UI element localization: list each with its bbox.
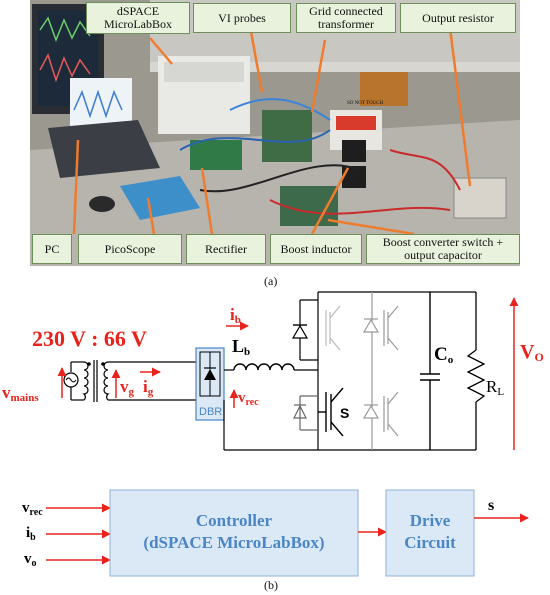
switch-s-label: S [340, 405, 349, 421]
main-switch-icon [318, 387, 344, 437]
vmains-label: vmains [2, 383, 39, 404]
drive-title: Drive [410, 511, 451, 530]
label-dspace-text: dSPACE MicroLabBox [104, 4, 172, 31]
label-output-resistor-text: Output resistor [422, 10, 494, 25]
label-boost-inductor-text: Boost inductor [280, 241, 352, 256]
transformer-ratio: 230 V : 66 V [32, 326, 147, 351]
switch-diode-icon [293, 395, 318, 431]
caption-a: (a) [264, 274, 278, 288]
label-grid-transformer-text: Grid connected transformer [309, 4, 383, 31]
ac-source-icon [63, 361, 84, 401]
label-boost-switch-text: Boost converter switch + output capacito… [382, 235, 504, 262]
label-picoscope-text: PicoScope [104, 241, 156, 256]
vrec-label: vrec [238, 390, 259, 408]
label-pc-text: PC [44, 241, 60, 256]
inactive-switch-upper-left [325, 305, 341, 351]
boost-diode-icon [291, 299, 318, 361]
label-grid-transformer: Grid connected transformer [296, 3, 396, 33]
ib-label: ib [230, 305, 241, 326]
caption-b: (b) [264, 578, 278, 592]
label-output-resistor: Output resistor [400, 3, 516, 33]
label-picoscope: PicoScope [78, 234, 182, 264]
label-rectifier-text: Rectifier [205, 241, 247, 256]
output-s-label: s [488, 497, 494, 514]
drive-subtitle: Circuit [404, 533, 456, 552]
co-label: Co [434, 344, 454, 366]
lb-label: Lb [232, 336, 250, 358]
inactive-leg-middle [362, 292, 399, 450]
setup-photo: SO NOT TOUCH [30, 0, 520, 266]
dbr-label: DBR [199, 406, 222, 418]
vo-label: VO [520, 341, 544, 364]
output-capacitor-icon [420, 292, 440, 450]
label-boost-inductor: Boost inductor [270, 234, 362, 264]
controller-block [109, 489, 359, 577]
label-vi-probes: VI probes [193, 3, 291, 33]
ig-label: ig [143, 377, 154, 398]
transformer-icon [82, 360, 110, 402]
controller-subtitle: (dSPACE MicroLabBox) [143, 533, 324, 552]
input-ib-label: ib [26, 525, 36, 543]
boost-inductor-icon [233, 363, 295, 371]
label-boost-switch: Boost converter switch + output capacito… [366, 234, 520, 264]
controller-title: Controller [196, 511, 273, 530]
rl-label: RL [486, 377, 504, 398]
label-vi-probes-text: VI probes [218, 10, 266, 25]
dbr-bridge: DBR [195, 347, 225, 421]
label-pc: PC [32, 234, 72, 264]
input-vrec-label: vrec [22, 500, 43, 518]
label-dspace: dSPACE MicroLabBox [86, 2, 190, 34]
warning-sticker-text: SO NOT TOUCH [347, 101, 384, 106]
load-resistor-icon [466, 292, 486, 450]
vg-label: vg [120, 377, 135, 398]
input-vo-label: vo [24, 551, 37, 569]
drive-circuit-block [385, 489, 475, 577]
label-rectifier: Rectifier [186, 234, 266, 264]
